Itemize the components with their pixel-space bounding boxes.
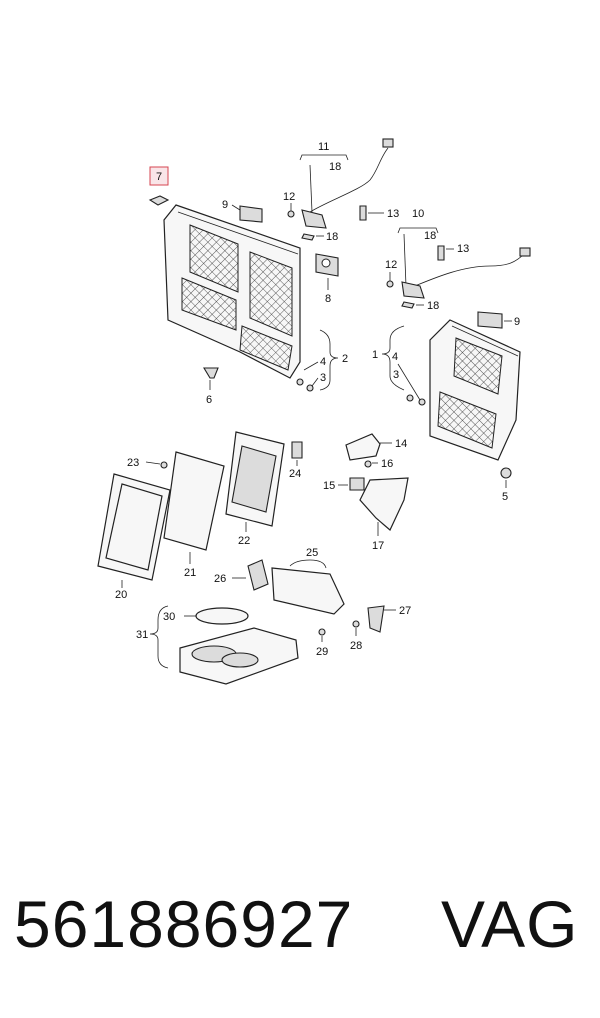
part-20: 20 [97,473,171,601]
callout-11: 11 [318,141,329,153]
callout-3-right: 3 [393,369,399,381]
parts-diagram: 7 9 11 18 12 13 18 [97,138,531,685]
callout-1: 1 [372,349,378,361]
callout-13-left: 13 [387,208,399,220]
callout-15: 15 [323,480,335,492]
seat-back-frame-right [429,319,521,461]
part-9-left: 9 [222,199,263,223]
callout-30: 30 [163,611,175,623]
part-31: 31 [136,605,299,685]
part-29: 29 [316,628,328,658]
part-12-left: 12 [283,191,295,218]
callout-26: 26 [214,573,226,585]
part-25: 25 [271,547,345,615]
part-12-right: 12 [385,259,397,288]
callout-31: 31 [136,629,148,641]
callout-23: 23 [127,457,139,469]
callout-5: 5 [502,491,508,503]
callout-2: 2 [342,353,348,365]
callout-18-right: 18 [427,300,439,312]
callout-20: 20 [115,589,127,601]
callout-4-left: 4 [320,356,326,368]
part-16: 16 [364,458,393,470]
callout-14: 14 [395,438,407,450]
part-14: 14 [345,433,407,461]
callout-18-top: 18 [329,161,341,173]
callout-28: 28 [350,640,362,652]
callout-16: 16 [381,458,393,470]
callout-27: 27 [399,605,411,617]
callout-9-left: 9 [222,199,228,211]
latch-right: 13 18 [401,243,469,312]
callout-29: 29 [316,646,328,658]
callout-24: 24 [289,468,301,480]
brand-label: VAG [441,887,579,961]
part-15: 15 [323,477,365,492]
part-11-cable: 11 18 [299,138,394,213]
part-10-cable: 10 18 [397,208,531,289]
callout-25: 25 [306,547,318,559]
callout-18-left: 18 [326,231,338,243]
callout-9-right: 9 [514,316,520,328]
callout-4-right: 4 [392,351,398,363]
callout-21: 21 [184,567,196,579]
part-27: 27 [367,605,411,633]
part-28: 28 [350,620,362,652]
callout-18-right-top: 18 [424,230,436,242]
part-6: 6 [203,367,219,406]
part-22: 22 [225,431,285,547]
callout-10: 10 [412,208,424,220]
callout-17: 17 [372,540,384,552]
latch-left: 13 18 [301,205,399,243]
part-30: 30 [163,607,249,625]
part-17: 17 [359,477,409,552]
part-23: 23 [127,457,168,469]
callout-7: 7 [156,171,162,183]
callout-6: 6 [206,394,212,406]
part-26: 26 [214,559,269,591]
part-21: 21 [163,451,225,579]
bracket-group-2: 2 4 3 [296,329,348,392]
part-7-highlight[interactable]: 7 [148,166,170,206]
part-8: 8 [315,253,339,305]
callout-8: 8 [325,293,331,305]
part-5: 5 [500,467,512,503]
callout-13-right: 13 [457,243,469,255]
callout-12-right: 12 [385,259,397,271]
part-24: 24 [289,441,303,480]
callout-12-left: 12 [283,191,295,203]
part-number: 561886927 [14,887,354,961]
callout-3-left: 3 [320,372,326,384]
bracket-group-1: 1 4 3 [372,325,426,406]
part-9-right: 9 [477,311,520,329]
callout-22: 22 [238,535,250,547]
seat-back-frame-left [163,204,301,379]
